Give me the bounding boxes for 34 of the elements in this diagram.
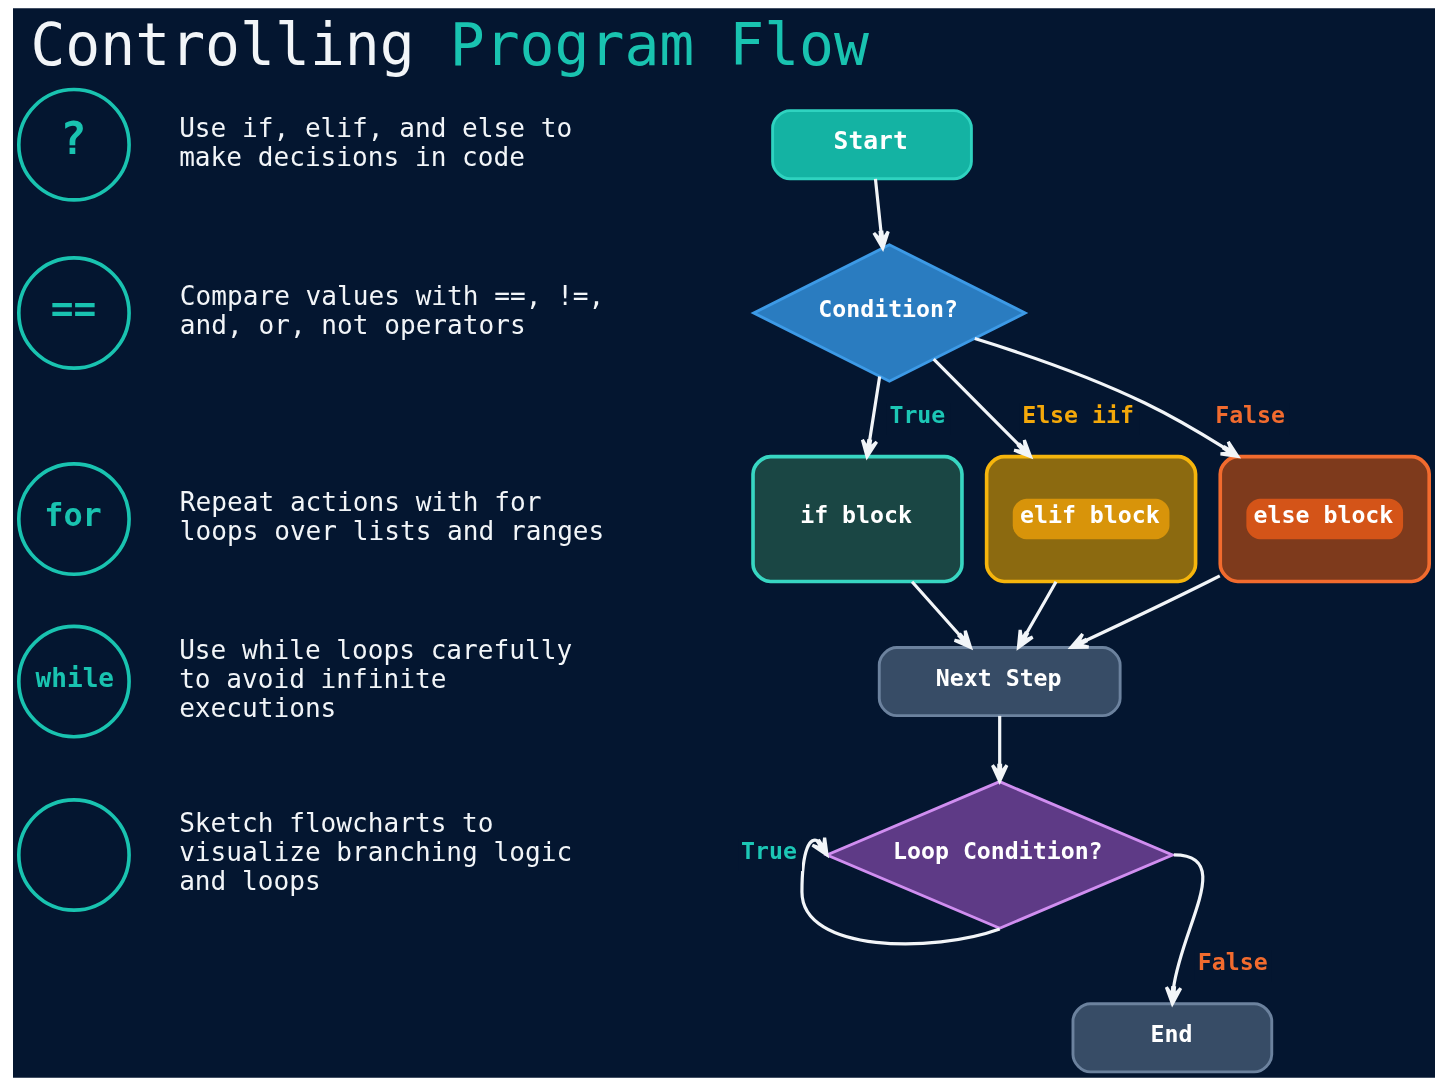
arrow bbox=[1016, 580, 1058, 649]
edge-label: True bbox=[889, 401, 946, 428]
diagram-title: Controlling Program Flow bbox=[30, 10, 870, 79]
node-box: Next Step bbox=[877, 646, 1122, 718]
node-label: Use if, elif, and else to make decisions in code bbox=[179, 112, 573, 172]
node-box: else block bbox=[1218, 454, 1431, 584]
arrow bbox=[1164, 853, 1205, 1006]
edge-label: True bbox=[741, 837, 797, 865]
node-label: Compare values with ==, !=, and, or, not operators bbox=[179, 280, 605, 340]
node-box: End bbox=[1071, 1002, 1274, 1074]
node-box: Start bbox=[771, 109, 973, 181]
node-diamond: Condition? bbox=[750, 243, 1029, 383]
node-circle: ? bbox=[17, 87, 131, 202]
node-circle: while bbox=[17, 624, 131, 739]
node-label: Sketch flowcharts to visualize branching logic and loops bbox=[179, 808, 573, 897]
arrow bbox=[932, 357, 1033, 459]
node-label: Repeat actions with for loops over lists and ranges bbox=[179, 486, 605, 546]
edge-label: Else iif bbox=[1022, 401, 1134, 428]
arrow bbox=[910, 580, 973, 649]
node-circle bbox=[17, 798, 131, 912]
node-circle: == bbox=[17, 256, 131, 370]
node-label: Use while loops carefully to avoid infinite executions bbox=[179, 634, 573, 723]
edge-label: False bbox=[1215, 401, 1286, 428]
edge-label: False bbox=[1197, 948, 1268, 976]
node-circle: for bbox=[17, 462, 131, 576]
node-box: if block bbox=[751, 454, 964, 584]
arrow bbox=[1069, 574, 1221, 649]
arrow bbox=[872, 178, 890, 250]
arrow bbox=[860, 376, 882, 459]
arrow bbox=[800, 836, 1001, 946]
arrow bbox=[990, 715, 1009, 783]
node-box: elif block bbox=[984, 454, 1198, 584]
node-diamond: Loop Condition? bbox=[823, 780, 1177, 930]
arrow bbox=[974, 337, 1240, 459]
